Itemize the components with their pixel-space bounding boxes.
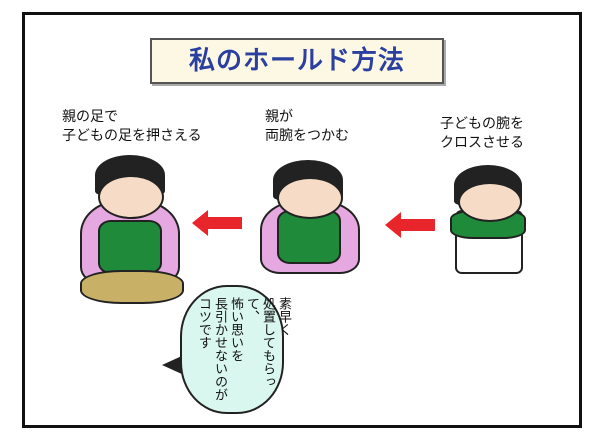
step-3-label: 親の足で 子どもの足を押さえる	[62, 108, 202, 146]
step-2-line2: 両腕をつかむ	[265, 128, 349, 144]
illustration-cross-arms	[450, 160, 530, 280]
bubble-line: コツです	[196, 297, 211, 349]
bubble-line: 素早く	[276, 297, 291, 336]
speech-bubble-text: 素早く 処置してもらって、 怖い思いを 長引かせないのが コツです	[195, 297, 291, 407]
illustration-parent-legs-hold	[70, 150, 190, 320]
speech-bubble-tail	[162, 355, 184, 375]
step-3-line2: 子どもの足を押さえる	[62, 128, 202, 144]
bubble-line: 処置してもらって、	[244, 297, 275, 388]
bubble-line: 怖い思いを	[228, 297, 243, 362]
arrow-left-icon	[192, 210, 242, 236]
step-3-line1: 親の足で	[62, 109, 118, 125]
arrow-left-icon	[385, 212, 435, 238]
step-2-label: 親が 両腕をつかむ	[265, 108, 349, 146]
step-1-label: 子どもの腕を クロスさせる	[440, 115, 524, 153]
step-1-line1: 子どもの腕を	[440, 116, 524, 132]
bubble-line: 長引かせないのが	[212, 297, 227, 401]
step-2-line1: 親が	[265, 109, 293, 125]
panel-title: 私のホールド方法	[150, 38, 444, 84]
step-1-line2: クロスさせる	[440, 135, 524, 151]
speech-bubble	[180, 285, 284, 414]
illustration-parent-holds-arms	[255, 155, 365, 285]
